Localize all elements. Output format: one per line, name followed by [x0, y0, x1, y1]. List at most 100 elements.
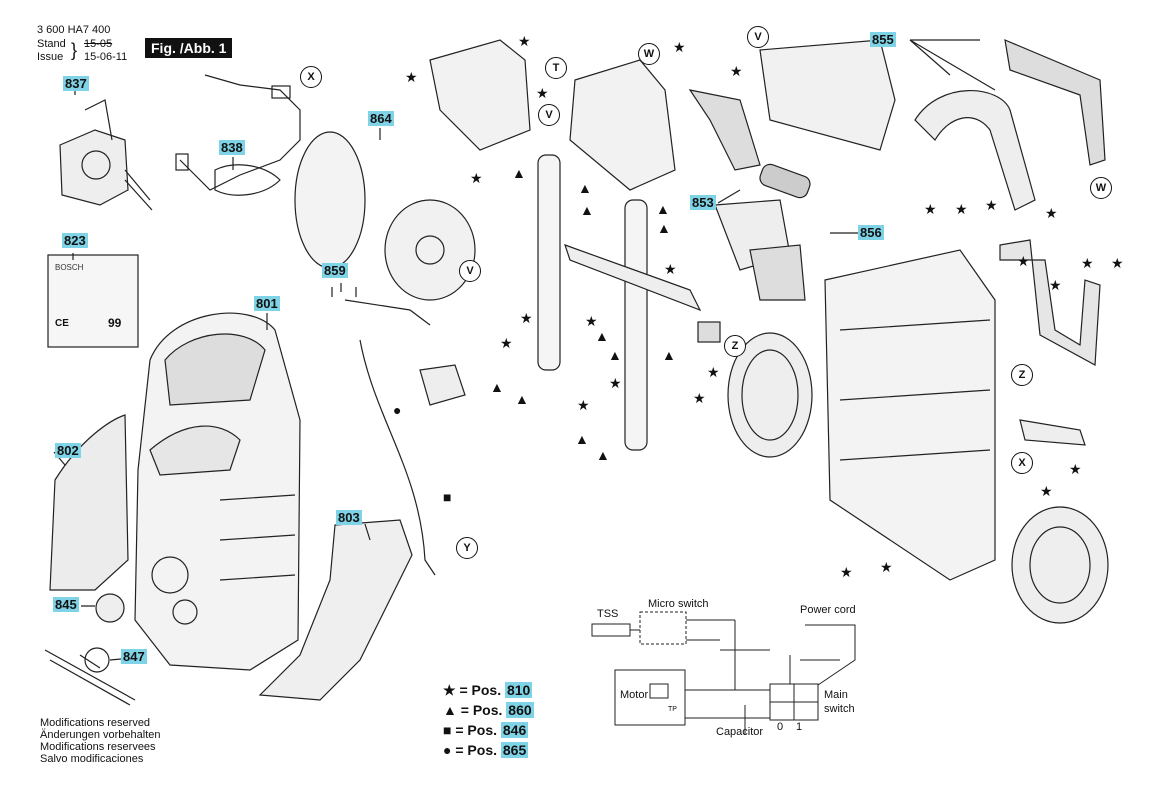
wiring-label-main: Main: [824, 689, 848, 701]
svg-text:★: ★: [730, 63, 743, 79]
svg-text:★: ★: [955, 201, 968, 217]
callout-w: W: [1090, 177, 1112, 199]
wiring-label-pos-1: 1: [796, 721, 803, 733]
svg-text:▲: ▲: [580, 202, 594, 218]
svg-text:★: ★: [880, 559, 893, 575]
part-number-802: 802: [55, 443, 81, 458]
svg-text:★: ★: [500, 335, 513, 351]
legend-pos-810: 810: [504, 682, 533, 698]
wiring-label-switch: switch: [824, 703, 855, 715]
svg-text:★: ★: [1040, 483, 1053, 499]
motor-part-837: [59, 99, 153, 211]
rear-cover-803: [258, 519, 413, 701]
svg-text:▲: ▲: [490, 379, 504, 395]
callout-z: Z: [724, 335, 746, 357]
part-number-837: 837: [63, 76, 89, 91]
lance-847: [44, 649, 136, 706]
square-icon: ■: [443, 722, 452, 738]
wiring-label-capacitor: Capacitor: [716, 726, 764, 738]
svg-text:★: ★: [1069, 461, 1082, 477]
svg-text:▲: ▲: [512, 165, 526, 181]
legend-row-846: ■ = Pos. 846: [443, 720, 534, 740]
legend-pos-846: 846: [500, 722, 529, 738]
wiring-label-tss: TSS: [597, 608, 619, 620]
svg-text:★: ★: [577, 397, 590, 413]
legend-label: = Pos.: [460, 702, 503, 718]
rating-label-823: [47, 254, 139, 348]
modifications-line: Modifications reserved: [40, 717, 151, 729]
legend-row-810: ★ = Pos. 810: [443, 680, 534, 700]
triangle-icon: ▲: [443, 702, 457, 718]
stand-value: 15-05: [84, 38, 113, 50]
svg-text:★: ★: [1045, 205, 1058, 221]
wiring-label-power-cord: Power cord: [800, 604, 856, 616]
legend-label: = Pos.: [459, 682, 502, 698]
part-number-847: 847: [121, 649, 147, 664]
modifications-notice: Modifications reserved Änderungen vorbeh…: [40, 717, 160, 765]
circle-icon: ●: [443, 742, 452, 758]
knob-845: [95, 593, 125, 623]
hose-reel-864: [294, 131, 476, 301]
part-number-853: 853: [690, 195, 716, 210]
svg-text:★: ★: [924, 201, 937, 217]
callout-v: V: [459, 260, 481, 282]
part-number-845: 845: [53, 597, 79, 612]
svg-text:▲: ▲: [657, 220, 671, 236]
part-number-803: 803: [336, 510, 362, 525]
svg-text:★: ★: [470, 170, 483, 186]
label-number: 99: [108, 316, 122, 330]
part-number-838: 838: [219, 140, 245, 155]
power-cord-838: [175, 74, 301, 196]
part-number-855: 855: [870, 32, 896, 47]
doc-number: 3 600 HA7 400: [37, 24, 111, 36]
figure-label: Fig. /Abb. 1: [145, 38, 233, 58]
svg-text:★: ★: [1111, 255, 1124, 271]
callout-v: V: [747, 26, 769, 48]
modifications-line: Modifications reservees: [40, 741, 156, 753]
side-panel-802: [49, 414, 129, 591]
legend-row-865: ● = Pos. 865: [443, 740, 534, 760]
star-icon: ★: [443, 682, 456, 698]
label-brand-text: BOSCH: [55, 263, 84, 272]
wiring-diagram: [591, 611, 856, 735]
callout-x: X: [1011, 452, 1033, 474]
wiring-label-motor: Motor: [620, 689, 649, 701]
svg-text:▲: ▲: [595, 328, 609, 344]
svg-text:★: ★: [520, 310, 533, 326]
svg-text:▲: ▲: [608, 347, 622, 363]
modifications-line: Änderungen vorbehalten: [40, 729, 161, 741]
wiring-label-pos-0: 0: [777, 721, 784, 733]
svg-text:▲: ▲: [596, 447, 610, 463]
svg-text:▲: ▲: [578, 180, 592, 196]
issue-value: 15-06-11: [84, 51, 128, 63]
svg-text:★: ★: [1017, 253, 1030, 269]
svg-text:★: ★: [840, 564, 853, 580]
svg-text:★: ★: [707, 364, 720, 380]
part-number-856: 856: [858, 225, 884, 240]
legend-label: = Pos.: [455, 742, 497, 758]
svg-text:▲: ▲: [575, 431, 589, 447]
svg-text:★: ★: [673, 39, 686, 55]
svg-text:★: ★: [1049, 277, 1062, 293]
callout-w: W: [638, 43, 660, 65]
callout-z: Z: [1011, 364, 1033, 386]
legend-row-860: ▲ = Pos. 860: [443, 700, 534, 720]
brace-icon: }: [71, 40, 78, 60]
svg-text:★: ★: [536, 85, 549, 101]
svg-text:★: ★: [518, 33, 531, 49]
callout-y: Y: [456, 537, 478, 559]
stand-label: Stand: [37, 38, 66, 50]
part-number-864: 864: [368, 111, 394, 126]
symbol-legend: ★ = Pos. 810 ▲ = Pos. 860 ■ = Pos. 846 ●…: [443, 680, 534, 760]
legend-label: = Pos.: [455, 722, 497, 738]
part-number-823: 823: [62, 233, 88, 248]
legend-pos-860: 860: [506, 702, 534, 718]
part-number-859: 859: [322, 263, 348, 278]
housing-part-801: [134, 312, 301, 671]
svg-text:★: ★: [585, 313, 598, 329]
svg-text:★: ★: [664, 261, 677, 277]
svg-text:★: ★: [985, 197, 998, 213]
modifications-line: Salvo modificaciones: [40, 753, 144, 765]
wiring-label-micro-switch: Micro switch: [648, 598, 709, 610]
legend-pos-865: 865: [500, 742, 529, 758]
